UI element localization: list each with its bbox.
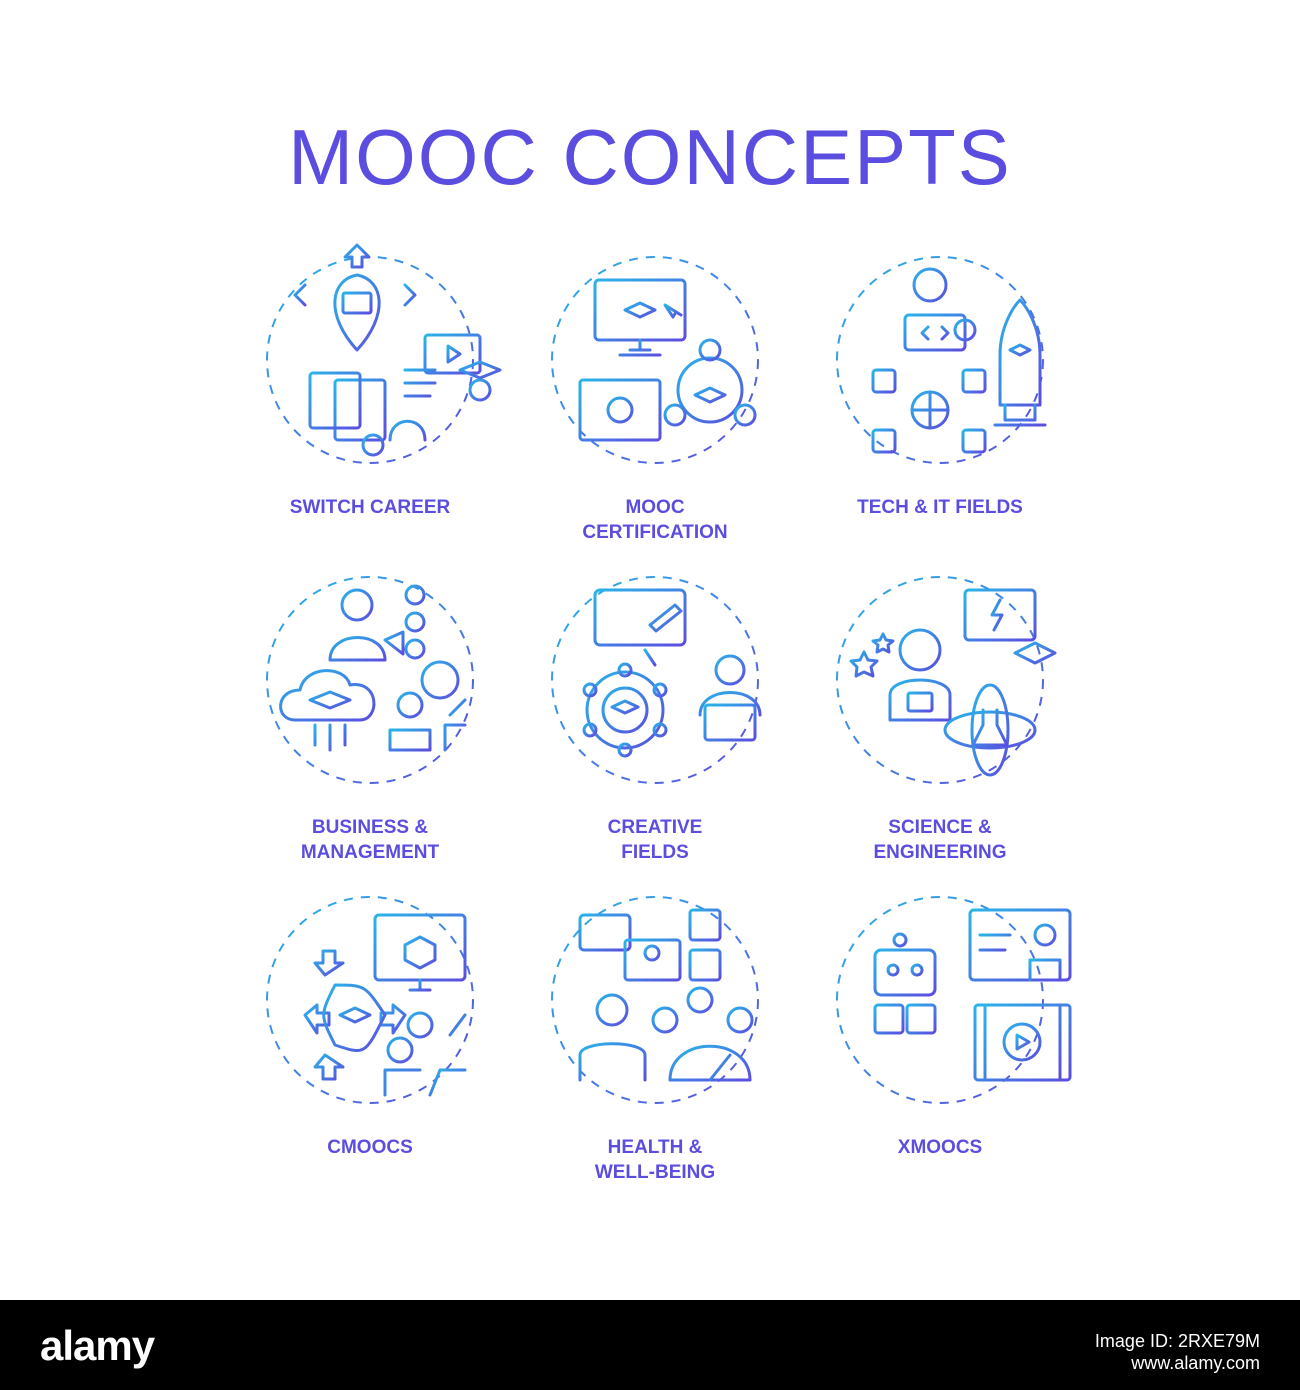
concept-science-engineering: SCIENCE & ENGINEERING xyxy=(800,575,1080,875)
concept-label: XMOOCS xyxy=(897,1137,983,1158)
health-wellbeing-icon xyxy=(551,896,759,1104)
concept-business-management: BUSINESS & MANAGEMENT xyxy=(230,575,510,875)
tech-it-icon xyxy=(836,256,1047,464)
image-id-label: Image ID: 2RXE79M xyxy=(1094,1331,1260,1351)
concept-label: SWITCH CAREER xyxy=(289,497,451,518)
career-switch-icon xyxy=(266,243,502,464)
concept-switch-career: SWITCH CAREER xyxy=(230,243,510,555)
concept-label: CMOOCS xyxy=(327,1137,413,1158)
xmoocs-icon xyxy=(836,896,1072,1104)
concept-health-well-being: HEALTH & WELL-BEING xyxy=(515,895,795,1195)
cmoocs-icon xyxy=(266,896,474,1104)
image-id-block: Image ID: 2RXE79M www.alamy.com xyxy=(1095,1330,1260,1374)
creative-fields-icon xyxy=(551,576,762,784)
site-url: www.alamy.com xyxy=(1131,1353,1260,1373)
concept-xmoocs: XMOOCS xyxy=(800,895,1080,1195)
concept-label: HEALTH & WELL-BEING xyxy=(594,1137,716,1183)
stock-footer-bar: alamy Image ID: 2RXE79M www.alamy.com xyxy=(0,1300,1300,1390)
concept-tech-it-fields: TECH & IT FIELDS xyxy=(800,255,1080,555)
concept-label: BUSINESS & MANAGEMENT xyxy=(300,817,440,863)
concept-cmoocs: CMOOCS xyxy=(230,895,510,1195)
science-engineering-icon xyxy=(836,576,1057,784)
brand-logo: alamy xyxy=(40,1322,155,1369)
concept-label: TECH & IT FIELDS xyxy=(857,497,1023,518)
page-title: MOOC CONCEPTS xyxy=(288,113,1012,201)
concept-label: MOOC CERTIFICATION xyxy=(582,497,728,543)
business-management-icon xyxy=(266,576,474,784)
concept-label: CREATIVE FIELDS xyxy=(607,817,703,863)
concept-label: SCIENCE & ENGINEERING xyxy=(873,817,1007,863)
certification-icon xyxy=(551,256,759,464)
concept-mooc-certification: MOOC CERTIFICATION xyxy=(515,255,795,555)
concept-creative-fields: CREATIVE FIELDS xyxy=(515,575,795,875)
